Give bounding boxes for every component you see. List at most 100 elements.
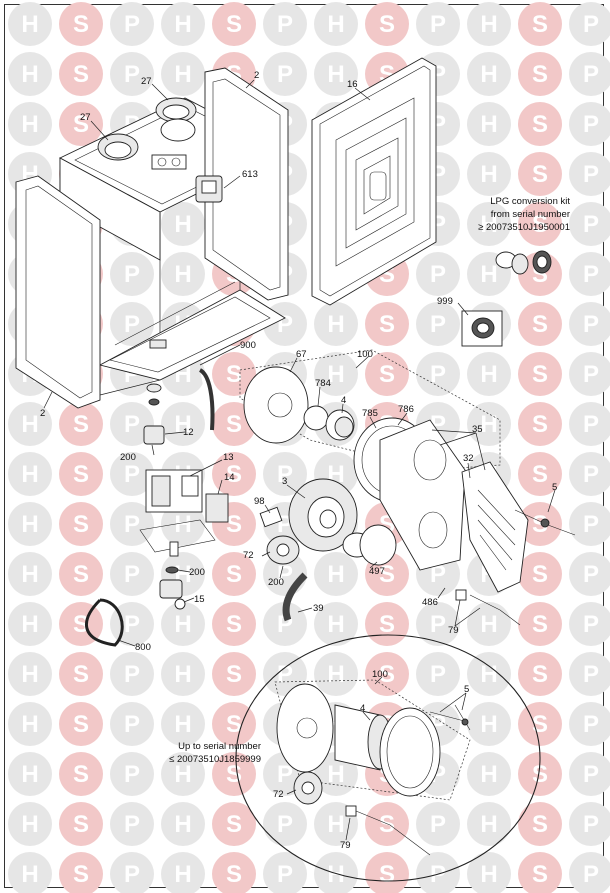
part-label-16: 16	[347, 79, 358, 90]
watermark-letter: P	[124, 311, 140, 338]
watermark-letter: H	[21, 511, 38, 538]
watermark-circle	[161, 652, 205, 696]
watermark-letter: H	[21, 661, 38, 688]
watermark-circle	[59, 102, 103, 146]
part-label-35: 35	[472, 424, 483, 435]
watermark-letter: P	[124, 511, 140, 538]
watermark-letter: H	[480, 661, 497, 688]
watermark-letter: P	[583, 661, 599, 688]
watermark-letter: P	[583, 311, 599, 338]
watermark-letter: P	[430, 261, 446, 288]
watermark-letter: H	[480, 161, 497, 188]
watermark-circle	[518, 2, 562, 46]
watermark-circle	[59, 402, 103, 446]
serial-note-line-2: ≤ 20073510J1859999	[169, 753, 261, 765]
watermark-letter: P	[583, 811, 599, 838]
watermark-circle	[365, 2, 409, 46]
watermark-circle	[518, 652, 562, 696]
watermark-circle	[263, 652, 307, 696]
watermark-circle	[467, 202, 511, 246]
watermark-circle	[59, 502, 103, 546]
watermark-letter: S	[226, 861, 242, 888]
watermark-letter: S	[379, 661, 395, 688]
watermark-letter: H	[174, 511, 191, 538]
watermark-letter: H	[480, 211, 497, 238]
watermark-circle	[161, 202, 205, 246]
lpg-conversion-note: LPG conversion kit from serial number ≥ …	[478, 196, 570, 234]
part-label-12: 12	[183, 427, 194, 438]
watermark-circle	[161, 252, 205, 296]
watermark-letter: S	[73, 861, 89, 888]
part-label-200: 200	[189, 567, 205, 578]
burner-parts	[243, 366, 576, 626]
watermark-letter: P	[583, 611, 599, 638]
watermark-circle	[161, 602, 205, 646]
watermark-letter: P	[124, 461, 140, 488]
part-label-613: 613	[242, 169, 258, 180]
watermark-letter: S	[379, 611, 395, 638]
part-label-100: 100	[357, 349, 373, 360]
watermark-circle	[110, 252, 154, 296]
watermark-letter: P	[430, 361, 446, 388]
watermark-letter: P	[583, 111, 599, 138]
watermark-circle	[569, 402, 610, 446]
side-panel-right	[204, 67, 289, 301]
watermark-circle	[59, 2, 103, 46]
watermark-letter: S	[532, 411, 548, 438]
cable-800	[85, 598, 124, 647]
watermark-circle	[365, 652, 409, 696]
serial-note-line-1: Up to serial number	[178, 741, 261, 752]
part-label-786: 786	[398, 404, 414, 415]
watermark-circle	[314, 852, 358, 893]
watermark-circle	[263, 452, 307, 496]
watermark-circle	[314, 302, 358, 346]
part-label-200: 200	[120, 452, 136, 463]
watermark-circle	[212, 652, 256, 696]
watermark-letter: H	[480, 261, 497, 288]
watermark-letter: H	[174, 261, 191, 288]
watermark-circle	[467, 2, 511, 46]
gas-valve-group	[139, 383, 229, 610]
part-label-486: 486	[422, 597, 438, 608]
watermark-letter: H	[174, 61, 191, 88]
watermark-circle	[263, 52, 307, 96]
part-label-784: 784	[315, 378, 331, 389]
watermark-letter: S	[226, 611, 242, 638]
watermark-circle	[8, 802, 52, 846]
watermark-letter: H	[480, 611, 497, 638]
watermark-circle	[110, 402, 154, 446]
front-panel	[311, 57, 437, 306]
watermark-circle	[263, 852, 307, 893]
watermark-circle	[467, 352, 511, 396]
watermark-circle	[569, 152, 610, 196]
watermark-letter: P	[583, 711, 599, 738]
watermark-circle	[467, 652, 511, 696]
watermark-circle	[569, 52, 610, 96]
watermark-circle	[8, 652, 52, 696]
part-label-27: 27	[141, 76, 152, 87]
watermark-circle	[59, 452, 103, 496]
watermark-letter: H	[327, 761, 344, 788]
serial-limit-note: Up to serial number ≤ 20073510J1859999	[169, 741, 261, 767]
watermark-circle	[416, 2, 460, 46]
watermark-circle	[212, 2, 256, 46]
watermark-letter: S	[379, 361, 395, 388]
watermark-letter: P	[583, 361, 599, 388]
watermark-circle	[569, 352, 610, 396]
lpg-kit-box-999	[461, 310, 503, 347]
watermark-letter: S	[73, 111, 89, 138]
watermark-letter: H	[327, 11, 344, 38]
watermark-letter: P	[124, 11, 140, 38]
watermark-letter: P	[583, 11, 599, 38]
watermark-circle	[59, 702, 103, 746]
watermark-circle	[110, 702, 154, 746]
watermark-circle	[59, 552, 103, 596]
watermark-letter: S	[532, 111, 548, 138]
watermark-circle	[365, 352, 409, 396]
watermark-letter: P	[583, 161, 599, 188]
inset-label-72: 72	[273, 789, 284, 800]
watermark-circle	[8, 402, 52, 446]
watermark-circle	[59, 802, 103, 846]
watermark-letter: P	[430, 561, 446, 588]
